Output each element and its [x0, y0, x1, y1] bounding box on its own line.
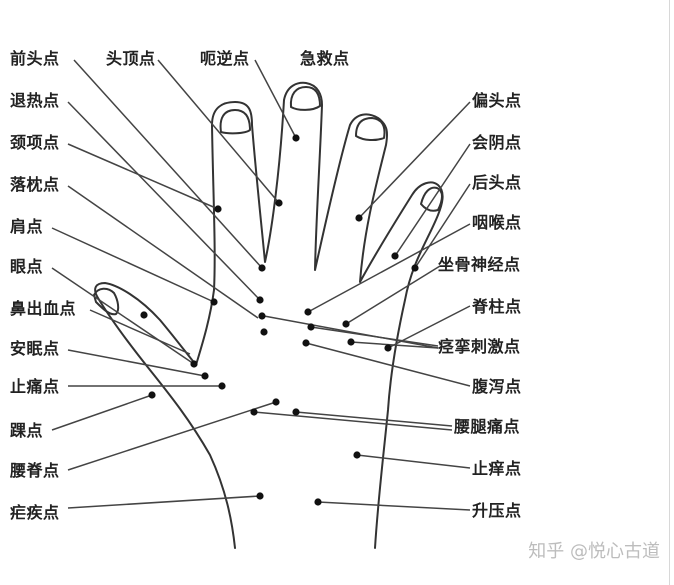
- label-jian-point: 肩点: [10, 217, 44, 236]
- acupoint-dot: [314, 498, 322, 506]
- acupoint-dot: [258, 264, 266, 272]
- acupoint-dot: [256, 492, 264, 500]
- label-touding-point: 头顶点: [106, 49, 156, 68]
- label-tuire-point: 退热点: [10, 91, 60, 110]
- watermark: 知乎 @悦心古道: [528, 541, 660, 562]
- acupoint-dot: [384, 344, 392, 352]
- label-zuogu-point: 坐骨神经点: [438, 255, 521, 274]
- right-edge-divider: [669, 0, 670, 585]
- acupoint-dot: [272, 398, 280, 406]
- label-jingluan-point: 痉挛刺激点: [438, 337, 521, 356]
- label-bichuxue-point: 鼻出血点: [10, 299, 77, 318]
- label-yanhou-point: 咽喉点: [472, 213, 522, 232]
- label-houtou-point: 后头点: [472, 173, 522, 192]
- label-qiantou-point: 前头点: [10, 49, 60, 68]
- label-luozhen-point: 落枕点: [10, 175, 60, 194]
- label-zhiyang-point: 止痒点: [472, 459, 522, 478]
- acupoint-dot: [258, 312, 266, 320]
- thumb-nail: [93, 287, 120, 316]
- acupoint-dot: [260, 328, 268, 336]
- acupoint-dot: [304, 308, 312, 316]
- ring-nail: [355, 117, 386, 142]
- label-anmian-point: 安眠点: [10, 339, 60, 358]
- acupoint-dot: [214, 205, 222, 213]
- label-huiyin-point: 会阴点: [472, 133, 522, 152]
- label-yaoji-point: 腰脊点: [10, 461, 60, 480]
- label-yan-point: 眼点: [10, 257, 44, 276]
- acupoint-dot: [210, 298, 218, 306]
- acupoint-dot: [292, 408, 300, 416]
- acupoint-dot: [302, 339, 310, 347]
- label-huai-point: 踝点: [10, 421, 44, 440]
- acupoint-dot: [342, 320, 350, 328]
- label-shengya-point: 升压点: [472, 501, 522, 520]
- acupoint-dot: [190, 360, 198, 368]
- acupoint-dot: [201, 372, 209, 380]
- label-jijiu-point: 急救点: [300, 49, 350, 68]
- label-yaotui-point: 腰腿痛点: [454, 417, 521, 436]
- label-piantou-point: 偏头点: [472, 91, 522, 110]
- acupoint-dot: [218, 382, 226, 390]
- acupoint-dot: [353, 451, 361, 459]
- label-fuxie-point: 腹泻点: [472, 377, 522, 396]
- acupoint-dots: [140, 134, 419, 506]
- hand-outline: [94, 81, 444, 549]
- acupoint-dot: [292, 134, 300, 142]
- acupoint-dot: [256, 296, 264, 304]
- acupoint-dot: [411, 264, 419, 272]
- acupoint-dot: [347, 338, 355, 346]
- label-zhitong-point: 止痛点: [10, 377, 60, 396]
- acupoint-dot: [355, 214, 363, 222]
- acupoint-dot: [250, 408, 258, 416]
- acupoint-dot: [391, 252, 399, 260]
- little-nail: [420, 186, 443, 212]
- label-nueji-point: 疟疾点: [10, 503, 60, 522]
- label-jizhu-point: 脊柱点: [472, 297, 522, 316]
- middle-nail: [289, 86, 321, 111]
- label-jingxiang-point: 颈项点: [10, 133, 60, 152]
- acupoint-dot: [148, 391, 156, 399]
- acupoint-dot: [140, 311, 148, 319]
- acupoint-dot: [275, 199, 283, 207]
- index-nail: [219, 109, 251, 135]
- acupoint-dot: [307, 323, 315, 331]
- label-eni-point: 呃逆点: [200, 49, 250, 68]
